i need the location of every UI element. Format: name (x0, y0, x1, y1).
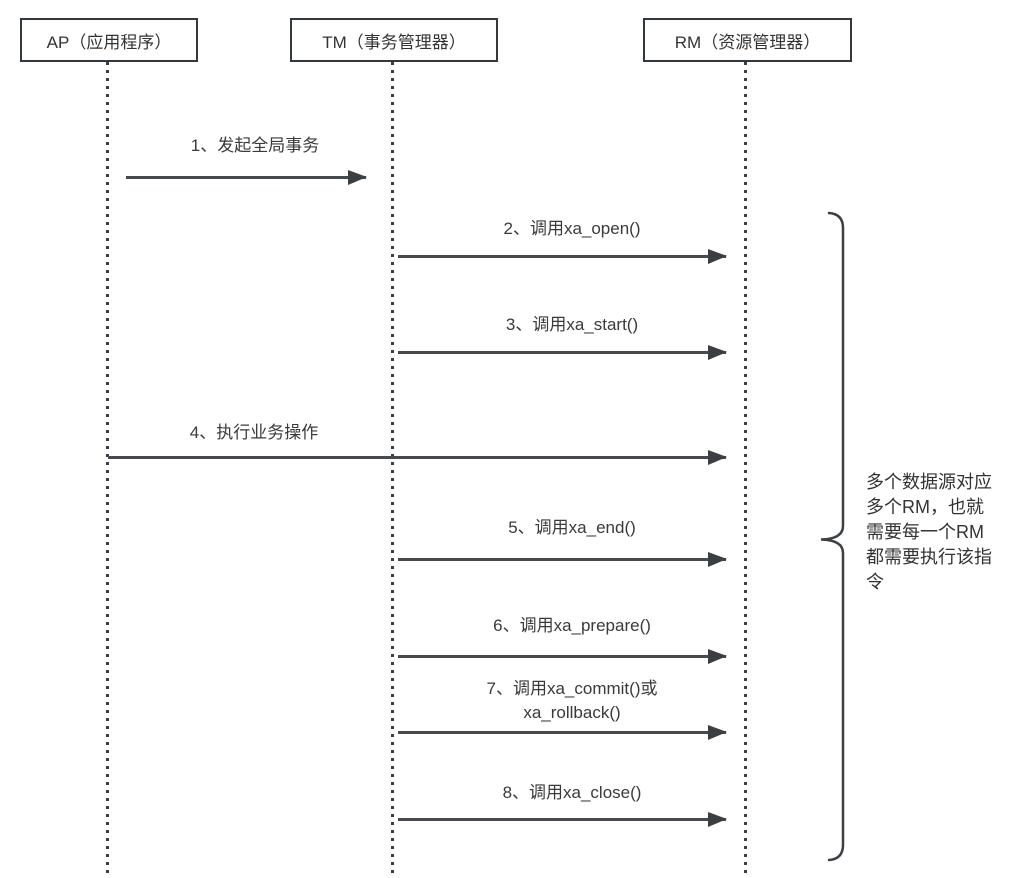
message-arrow-8-right-icon (398, 812, 727, 827)
participant-label-rm: RM（资源管理器） (674, 32, 821, 52)
message-label-2: 2、调用xa_open() (503, 219, 641, 238)
message-arrow-4-right-icon (108, 450, 727, 465)
arrowhead-icon (348, 170, 367, 185)
message-arrow-3-right-icon (398, 345, 727, 360)
message-arrow-7-right-icon (398, 725, 727, 740)
arrowhead-icon (708, 649, 727, 664)
arrowhead-icon (708, 345, 727, 360)
annotation-text: 多个数据源对应 多个RM，也就 需要每一个RM 都需要执行该指 令 (866, 472, 992, 592)
arrowhead-icon (708, 249, 727, 264)
message-label-4: 4、执行业务操作 (189, 423, 319, 442)
participant-label-ap: AP（应用程序） (46, 32, 172, 52)
lifeline-tm (391, 62, 394, 878)
message-label-8: 8、调用xa_close() (502, 783, 642, 802)
message-arrow-1-right-icon (126, 170, 367, 185)
message-label-5: 5、调用xa_end() (508, 518, 636, 537)
message-label-3: 3、调用xa_start() (505, 315, 639, 334)
participant-box-ap: AP（应用程序） (20, 18, 198, 62)
participant-label-tm: TM（事务管理器） (322, 32, 466, 52)
message-arrow-5-right-icon (398, 552, 727, 567)
arrowhead-icon (708, 450, 727, 465)
message-arrow-2-right-icon (398, 249, 727, 264)
lifeline-ap (106, 62, 109, 878)
lifeline-rm (744, 62, 747, 878)
message-arrow-6-right-icon (398, 649, 727, 664)
message-label-1: 1、发起全局事务 (190, 136, 320, 155)
participant-box-tm: TM（事务管理器） (290, 18, 498, 62)
arrowhead-icon (708, 812, 727, 827)
arrowhead-icon (708, 552, 727, 567)
message-label-7: 7、调用xa_commit()或 xa_rollback() (486, 679, 658, 722)
arrowhead-icon (708, 725, 727, 740)
participant-box-rm: RM（资源管理器） (643, 18, 852, 62)
message-label-6: 6、调用xa_prepare() (493, 616, 651, 635)
